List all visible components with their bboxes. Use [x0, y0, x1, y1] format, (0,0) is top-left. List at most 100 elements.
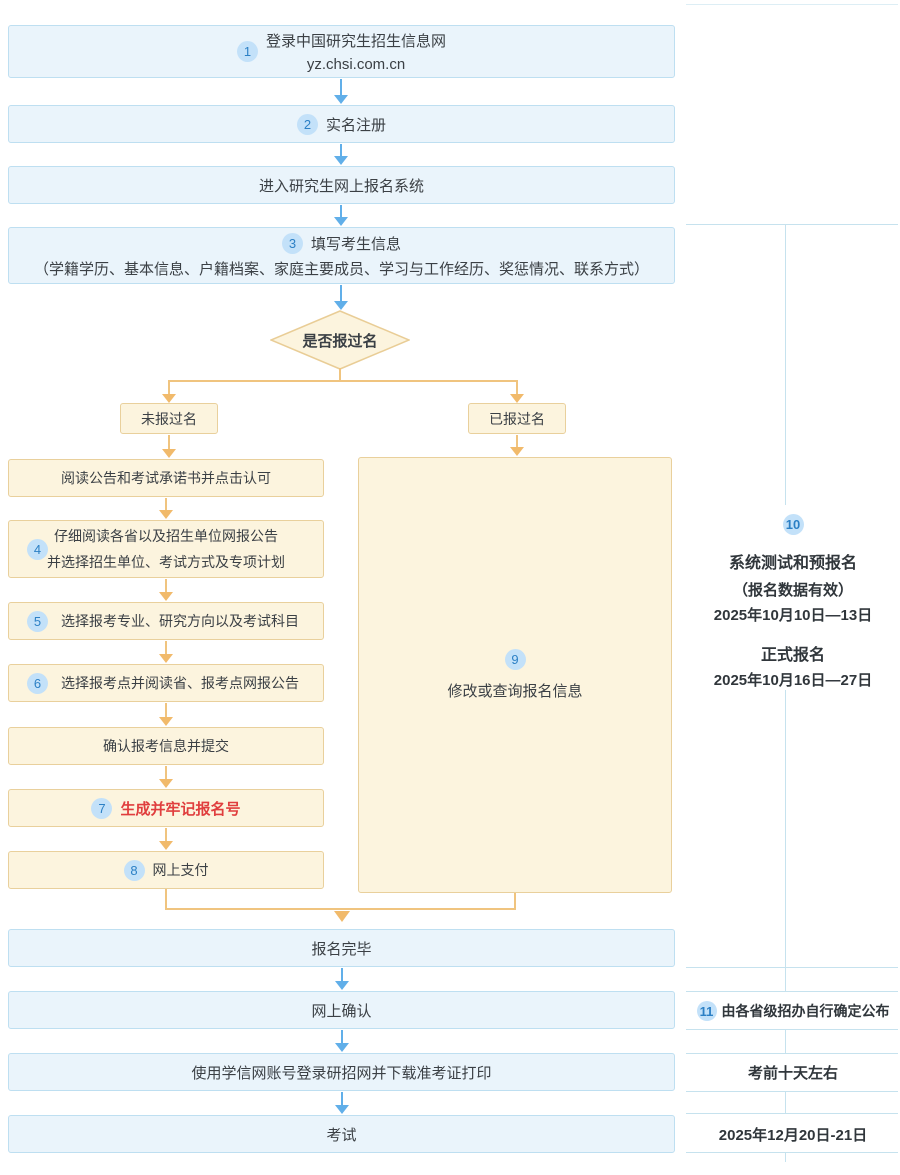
arrow-head-down-icon — [334, 911, 350, 922]
sidebar-line — [686, 224, 898, 225]
step-number-badge: 3 — [281, 232, 303, 254]
branch-no-text: 未报过名 — [141, 410, 197, 427]
choose-site-label: 选择报考点并阅读省、报考点网报公告 — [61, 675, 299, 691]
confirm-note-label: 由各省级招办自行确定公布 — [721, 1003, 890, 1019]
sidebar-line — [785, 690, 786, 991]
flow-step-modify-query: 9 修改或查询报名信息 — [358, 457, 672, 893]
step-number-badge: 1 — [236, 41, 258, 62]
sidebar-step-confirm-note: 11 由各省级招办自行确定公布 — [686, 999, 900, 1023]
enter-system-label: 进入研究生网上报名系统 — [258, 177, 424, 195]
decision-label: 是否报过名 — [302, 332, 378, 350]
arrow-down-icon — [159, 828, 173, 850]
arrow-down-icon — [159, 641, 173, 663]
step-number-badge: 8 — [123, 859, 145, 881]
pre-registration-date: 2025年10月10日—13日 — [713, 607, 873, 624]
pre-registration-title: 系统测试和预报名 — [728, 555, 857, 572]
sidebar-line — [785, 1152, 786, 1162]
register-label: 实名注册 — [325, 116, 386, 134]
step-number-badge: 10 — [782, 514, 804, 535]
online-pay-label: 网上支付 — [152, 862, 209, 878]
flow-step-download-ticket: 使用学信网账号登录研招网并下载准考证打印 — [8, 1053, 675, 1091]
arrow-down-icon — [510, 435, 524, 456]
connector-line — [165, 889, 167, 910]
step-number-badge: 5 — [27, 610, 48, 632]
download-ticket-label: 使用学信网账号登录研招网并下载准考证打印 — [191, 1064, 492, 1082]
sidebar-line — [686, 967, 898, 968]
done-label: 报名完毕 — [311, 940, 372, 958]
sidebar-line — [686, 1113, 898, 1114]
step-number-badge: 6 — [27, 672, 48, 694]
arrow-down-icon — [162, 435, 176, 458]
sidebar-line — [686, 1091, 898, 1092]
flow-step-done: 报名完毕 — [8, 929, 675, 967]
sidebar-step-dates: 10 系统测试和预报名 （报名数据有效） 2025年10月10日—13日 正式报… — [686, 514, 900, 690]
arrow-down-icon — [162, 382, 176, 403]
read-notice-label: 阅读公告和考试承诺书并点击认可 — [61, 470, 271, 486]
confirm-submit-label: 确认报考信息并提交 — [103, 738, 229, 754]
step-number-badge: 2 — [296, 113, 318, 135]
connector-line — [339, 368, 341, 382]
choose-major-label: 选择报考专业、研究方向以及考试科目 — [61, 613, 299, 629]
official-registration-date: 2025年10月16日—27日 — [713, 672, 873, 689]
flow-step-exam: 考试 — [8, 1115, 675, 1153]
remember-number-label: 生成并牢记报名号 — [120, 800, 241, 818]
flow-step-online-pay: 8 网上支付 — [8, 851, 324, 889]
flow-step-login: 1 登录中国研究生招生信息网 yz.chsi.com.cn — [8, 25, 675, 78]
flow-step-online-confirm: 网上确认 — [8, 991, 675, 1029]
step-number-badge: 9 — [504, 649, 526, 670]
login-site-url: yz.chsi.com.cn — [306, 56, 406, 73]
branch-label-registered: 已报过名 — [468, 403, 566, 434]
flow-step-confirm-submit: 确认报考信息并提交 — [8, 727, 324, 765]
connector-line — [165, 908, 516, 910]
before-exam-label: 考前十天左右 — [747, 1065, 838, 1082]
flow-step-enter-system: 进入研究生网上报名系统 — [8, 166, 675, 204]
flow-step-register: 2 实名注册 — [8, 105, 675, 143]
arrow-down-icon — [159, 703, 173, 726]
sidebar-line — [785, 1091, 786, 1113]
modify-query-label: 修改或查询报名信息 — [447, 683, 583, 700]
official-registration-title: 正式报名 — [760, 647, 825, 664]
arrow-down-icon — [335, 1092, 349, 1114]
sidebar-line — [785, 224, 786, 505]
choose-unit-line2: 并选择招生单位、考试方式及专项计划 — [47, 554, 285, 570]
branch-label-not-registered: 未报过名 — [120, 403, 218, 434]
connector-line — [514, 893, 516, 910]
sidebar-line — [686, 4, 898, 5]
sidebar-line — [686, 991, 898, 992]
flow-step-choose-major: 5 选择报考专业、研究方向以及考试科目 — [8, 602, 324, 640]
fill-info-detail: （学籍学历、基本信息、户籍档案、家庭主要成员、学习与工作经历、奖惩情况、联系方式… — [33, 260, 649, 278]
flow-step-read-notice: 阅读公告和考试承诺书并点击认可 — [8, 459, 324, 497]
sidebar-exam-date: 2025年12月20日-21日 — [686, 1124, 900, 1145]
flow-step-fill-info: 3 填写考生信息 （学籍学历、基本信息、户籍档案、家庭主要成员、学习与工作经历、… — [8, 227, 675, 284]
step-number-badge: 7 — [91, 797, 113, 819]
arrow-down-icon — [335, 1030, 349, 1052]
arrow-down-icon — [159, 766, 173, 788]
flow-step-choose-site: 6 选择报考点并阅读省、报考点网报公告 — [8, 664, 324, 702]
arrow-down-icon — [510, 382, 524, 403]
pre-registration-note: （报名数据有效） — [732, 582, 853, 599]
choose-unit-line1: 仔细阅读各省以及招生单位网报公告 — [54, 528, 278, 544]
sidebar-line — [686, 1053, 898, 1054]
arrow-down-icon — [334, 285, 348, 310]
flow-step-choose-unit: 4 仔细阅读各省以及招生单位网报公告 并选择招生单位、考试方式及专项计划 — [8, 520, 324, 578]
arrow-down-icon — [334, 144, 348, 165]
arrow-down-icon — [334, 79, 348, 104]
login-site-label: 登录中国研究生招生信息网 — [265, 33, 446, 50]
step-number-badge: 4 — [27, 538, 48, 560]
exam-label: 考试 — [326, 1126, 357, 1144]
arrow-down-icon — [334, 205, 348, 226]
sidebar-before-exam-note: 考前十天左右 — [686, 1062, 900, 1083]
arrow-down-icon — [159, 579, 173, 601]
online-confirm-label: 网上确认 — [311, 1002, 372, 1020]
arrow-down-icon — [335, 968, 349, 990]
step-number-badge: 11 — [696, 1001, 717, 1021]
sidebar-line — [686, 1029, 898, 1030]
branch-yes-text: 已报过名 — [489, 410, 545, 427]
arrow-down-icon — [159, 498, 173, 519]
flow-step-remember-number: 7 生成并牢记报名号 — [8, 789, 324, 827]
sidebar-line — [785, 1029, 786, 1053]
connector-line — [168, 380, 518, 382]
exam-date-label: 2025年12月20日-21日 — [718, 1127, 868, 1144]
decision-diamond: 是否报过名 — [269, 310, 411, 370]
